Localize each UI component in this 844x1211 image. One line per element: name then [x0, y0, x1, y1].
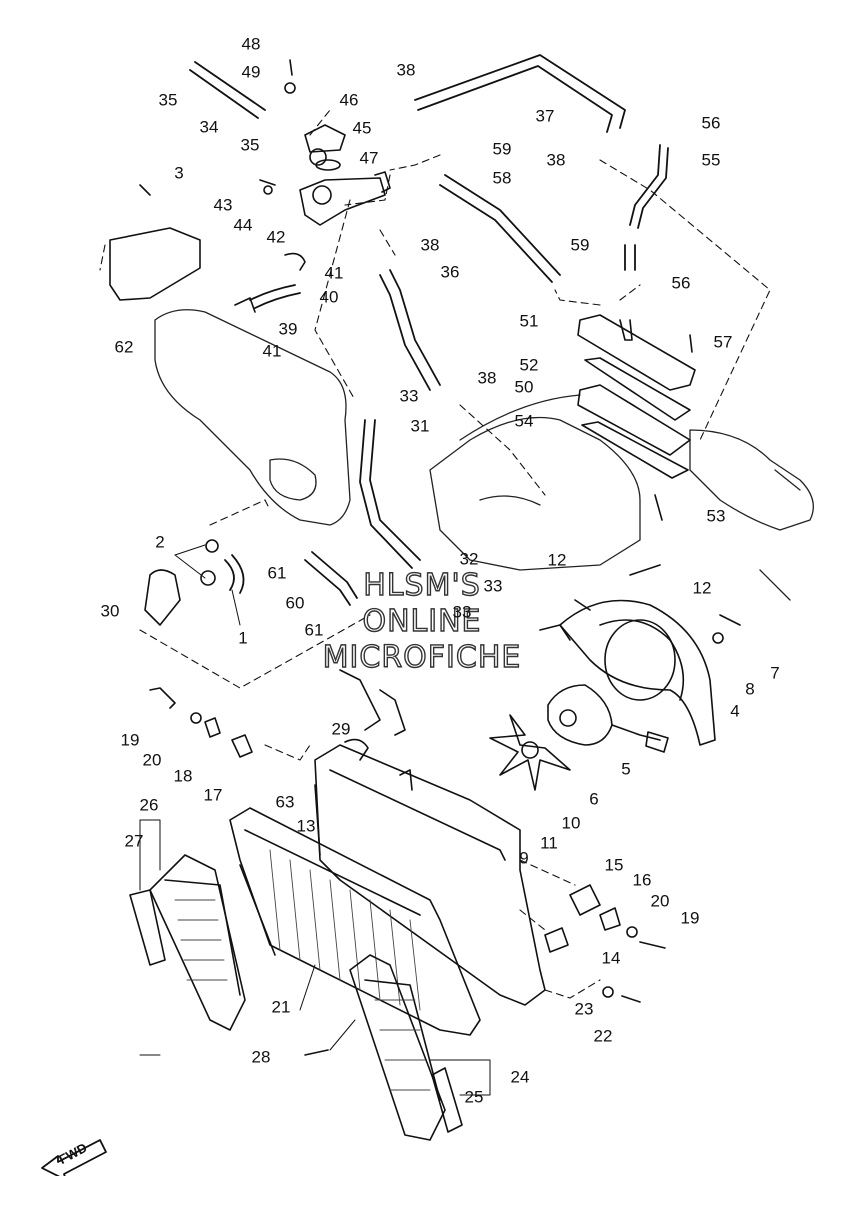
valve-cover-plates — [577, 314, 696, 521]
callout-59: 59 — [492, 139, 512, 159]
callout-56: 56 — [701, 113, 721, 133]
callout-20: 20 — [142, 750, 162, 770]
callout-12: 12 — [692, 578, 712, 598]
callout-37: 37 — [535, 106, 555, 126]
callout-11: 11 — [540, 833, 558, 853]
callout-23: 23 — [574, 999, 594, 1019]
side-cover-left — [129, 854, 246, 1031]
callout-24: 24 — [510, 1067, 530, 1087]
callout-17: 17 — [203, 785, 223, 805]
callout-9: 9 — [519, 848, 529, 868]
callout-35: 35 — [158, 90, 178, 110]
callout-5: 5 — [621, 759, 631, 779]
watermark-line-3: MICROFICHE — [322, 639, 522, 675]
callout-22: 22 — [593, 1026, 613, 1046]
callout-16: 16 — [632, 870, 652, 890]
callout-60: 60 — [285, 593, 305, 613]
callout-1: 1 — [238, 628, 248, 648]
callout-38: 38 — [546, 150, 566, 170]
callout-40: 40 — [319, 287, 339, 307]
callout-44: 44 — [233, 215, 253, 235]
callout-10: 10 — [561, 813, 581, 833]
callout-18: 18 — [173, 766, 193, 786]
callout-29: 29 — [331, 719, 351, 739]
callout-12: 12 — [547, 550, 567, 570]
callout-38: 38 — [420, 235, 440, 255]
callout-52: 52 — [519, 355, 539, 375]
callout-28: 28 — [251, 1047, 271, 1067]
callout-39: 39 — [278, 319, 298, 339]
callout-20: 20 — [650, 891, 670, 911]
callout-14: 14 — [601, 948, 621, 968]
callout-35: 35 — [240, 135, 260, 155]
thermostat-housing — [299, 124, 391, 226]
callout-43: 43 — [213, 195, 233, 215]
engine-outline — [154, 309, 814, 601]
callout-8: 8 — [745, 679, 755, 699]
callout-27: 27 — [124, 831, 144, 851]
callout-36: 36 — [440, 262, 460, 282]
callout-53: 53 — [706, 506, 726, 526]
callout-2: 2 — [155, 532, 165, 552]
side-cover-right — [349, 954, 463, 1141]
callout-31: 31 — [410, 416, 430, 436]
small-parts — [109, 59, 741, 1056]
callout-21: 21 — [271, 997, 291, 1017]
callout-41: 41 — [262, 341, 282, 361]
callout-25: 25 — [464, 1087, 484, 1107]
radiator-core — [229, 738, 546, 1036]
callout-4: 4 — [730, 701, 740, 721]
hoses — [189, 54, 669, 606]
callout-58: 58 — [492, 168, 512, 188]
watermark-line-1: HLSM'S — [363, 567, 481, 603]
leader-lines — [99, 109, 771, 999]
callout-30: 30 — [100, 601, 120, 621]
watermark-line-2: ONLINE — [362, 603, 482, 639]
callout-leaders — [139, 544, 491, 1096]
callout-57: 57 — [713, 332, 733, 352]
callout-7: 7 — [770, 663, 780, 683]
callout-61: 61 — [304, 620, 324, 640]
callout-51: 51 — [519, 311, 539, 331]
callout-61: 61 — [267, 563, 287, 583]
callout-45: 45 — [352, 118, 372, 138]
callout-50: 50 — [514, 377, 534, 397]
callout-34: 34 — [199, 117, 219, 137]
callout-33: 33 — [452, 602, 472, 622]
callout-19: 19 — [120, 730, 140, 750]
callout-33: 33 — [483, 576, 503, 596]
callout-26: 26 — [139, 795, 159, 815]
callout-15: 15 — [604, 855, 624, 875]
callout-13: 13 — [296, 816, 316, 836]
fan-assembly — [489, 599, 716, 791]
callout-38: 38 — [477, 368, 497, 388]
callout-19: 19 — [680, 908, 700, 928]
callout-42: 42 — [266, 227, 286, 247]
watermark: HLSM'S ONLINE MICROFICHE — [300, 567, 544, 676]
callout-56: 56 — [671, 273, 691, 293]
callout-59: 59 — [570, 235, 590, 255]
callout-3: 3 — [174, 163, 184, 183]
callout-46: 46 — [339, 90, 359, 110]
callout-33: 33 — [399, 386, 419, 406]
fwd-arrow-icon — [41, 1139, 107, 1176]
callout-54: 54 — [514, 411, 534, 431]
callout-49: 49 — [241, 62, 261, 82]
callout-48: 48 — [241, 34, 261, 54]
callout-6: 6 — [589, 789, 599, 809]
callout-41: 41 — [324, 263, 344, 283]
callout-47: 47 — [359, 148, 379, 168]
callout-63: 63 — [275, 792, 295, 812]
callout-62: 62 — [114, 337, 134, 357]
callout-32: 32 — [459, 549, 479, 569]
callout-55: 55 — [701, 150, 721, 170]
callout-38: 38 — [396, 60, 416, 80]
